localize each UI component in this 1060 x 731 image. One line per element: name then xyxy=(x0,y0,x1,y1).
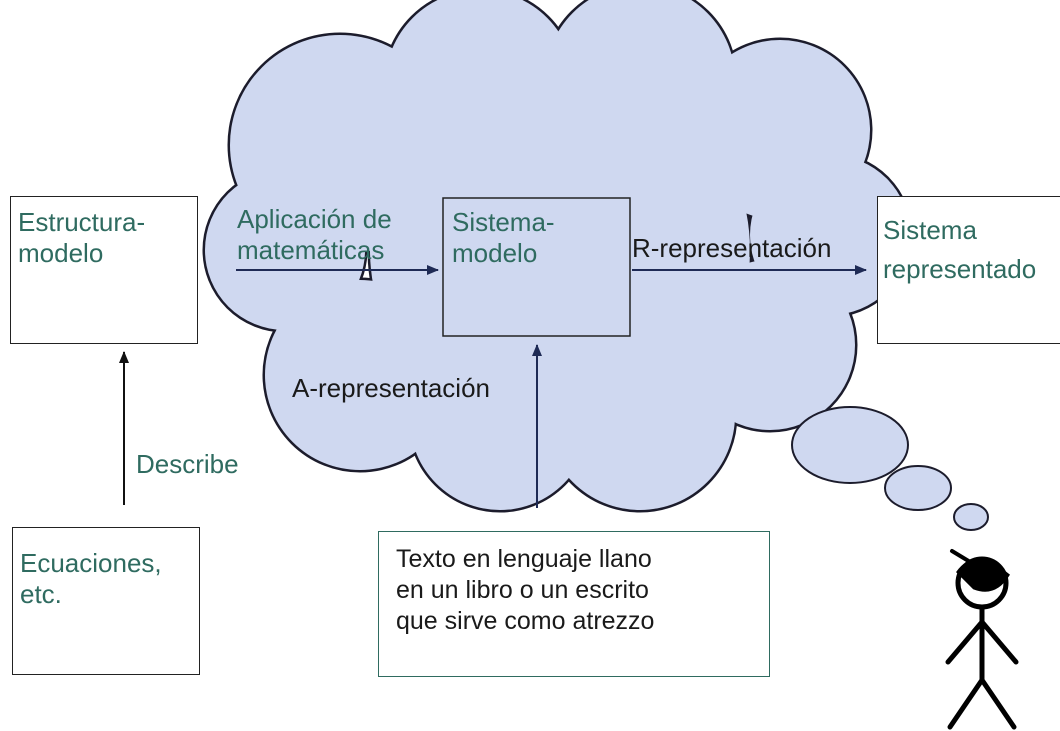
ecuaciones-label: Ecuaciones, etc. xyxy=(20,548,162,609)
thought-bubble-icon xyxy=(791,406,989,531)
ecuaciones-box: Ecuaciones, etc. xyxy=(12,527,200,675)
sistema-modelo-label: Sistema- modelo xyxy=(452,207,555,268)
aplicacion-label: Aplicación de matemáticas xyxy=(237,204,392,265)
sistema-representado-label: Sistema representado xyxy=(883,215,1037,284)
r-representacion-label: R-representación xyxy=(632,233,832,263)
sistema-modelo-box xyxy=(442,197,631,337)
texto-label: Texto en lenguaje llano en un libro o un… xyxy=(396,545,655,635)
describe-label: Describe xyxy=(136,449,239,479)
estructura-modelo-box: Estructura- modelo xyxy=(10,196,198,344)
thought-cloud-icon xyxy=(200,0,910,520)
sistema-representado-box: Sistema representado xyxy=(877,196,1060,344)
texto-box: Texto en lenguaje llano en un libro o un… xyxy=(378,531,770,677)
stick-figure-icon xyxy=(945,549,1019,730)
a-representacion-label: A-representación xyxy=(292,373,490,403)
estructura-modelo-label: Estructura- modelo xyxy=(18,207,146,268)
